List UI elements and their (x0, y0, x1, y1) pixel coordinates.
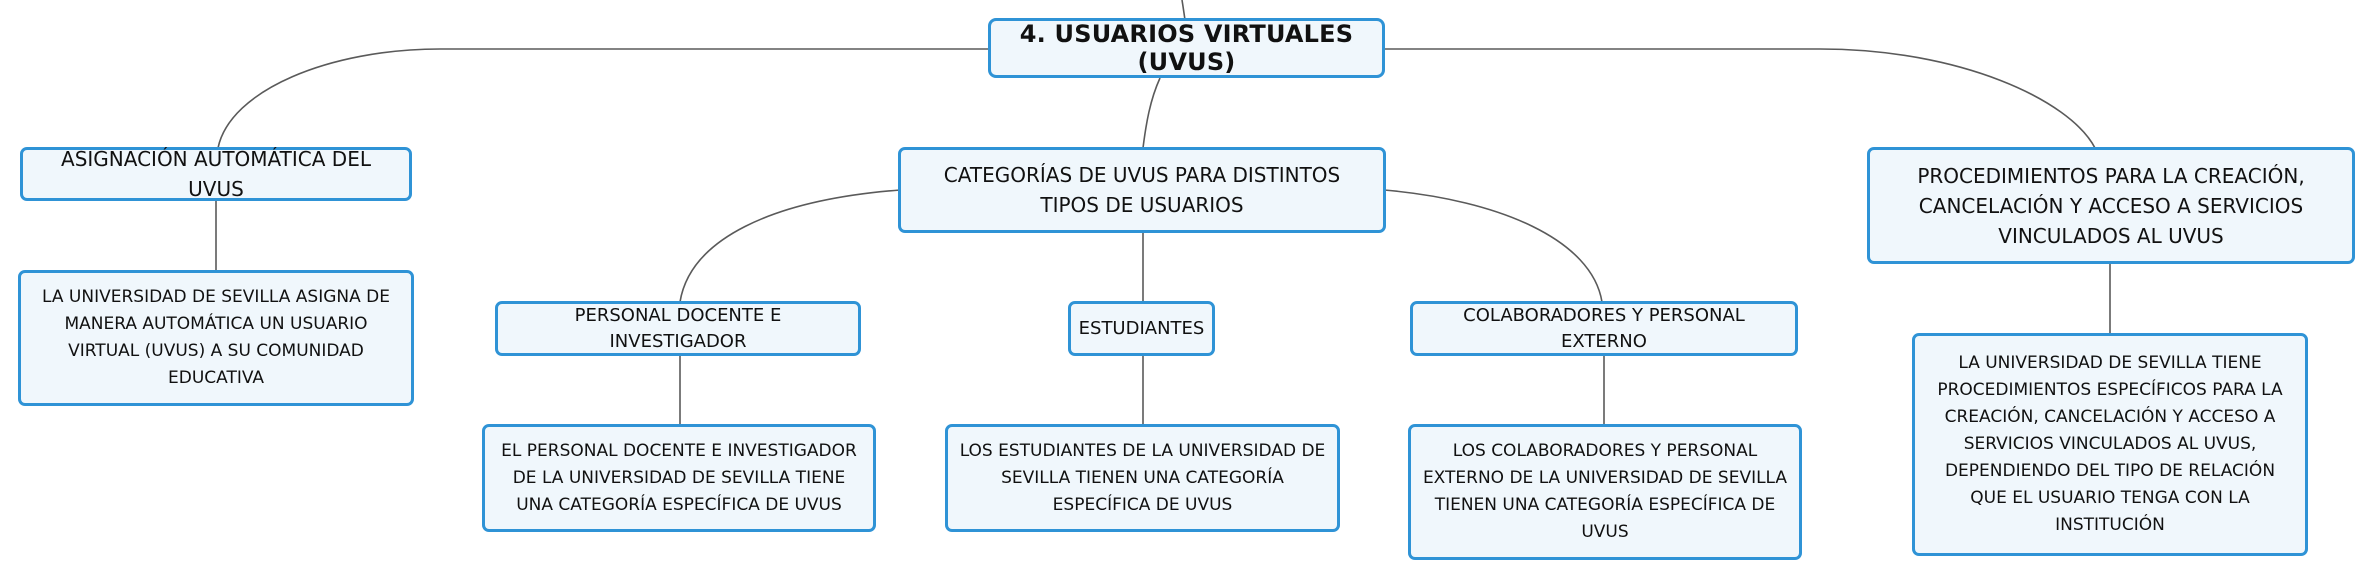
connector-root-procedimientos (1380, 48, 2096, 149)
procedimientos-detail-text: LA UNIVERSIDAD DE SEVILLA TIENE PROCEDIM… (1937, 353, 2283, 535)
connector-root-categorias (1142, 77, 1161, 149)
category-estudiantes-node[interactable]: ESTUDIANTES (1068, 301, 1215, 356)
colaboradores-detail-text: LOS COLABORADORES Y PERSONAL EXTERNO DE … (1422, 441, 1788, 542)
branch-categorias-label: CATEGORÍAS DE UVUS PARA DISTINTOS TIPOS … (943, 163, 1341, 217)
branch-categorias-node[interactable]: CATEGORÍAS DE UVUS PARA DISTINTOS TIPOS … (898, 147, 1386, 233)
asignacion-detail-node[interactable]: LA UNIVERSIDAD DE SEVILLA ASIGNA DE MANE… (18, 270, 414, 406)
category-pdi-label: PERSONAL DOCENTE E INVESTIGADOR (574, 304, 782, 352)
pdi-detail-node[interactable]: EL PERSONAL DOCENTE E INVESTIGADOR DE LA… (482, 424, 876, 532)
root-node[interactable]: 4. USUARIOS VIRTUALES (UVUS) (988, 18, 1385, 78)
category-colaboradores-node[interactable]: COLABORADORES Y PERSONAL EXTERNO (1410, 301, 1798, 356)
pdi-detail-text: EL PERSONAL DOCENTE E INVESTIGADOR DE LA… (501, 440, 857, 515)
root-label: 4. USUARIOS VIRTUALES (UVUS) (1019, 20, 1354, 76)
branch-procedimientos-label: PROCEDIMIENTOS PARA LA CREACIÓN, CANCELA… (1917, 163, 2305, 248)
estudiantes-detail-text: LOS ESTUDIANTES DE LA UNIVERSIDAD DE SEV… (959, 440, 1326, 515)
connector-categorias-colaboradores (1383, 189, 1603, 303)
branch-asignacion-label: ASIGNACIÓN AUTOMÁTICA DEL UVUS (61, 147, 371, 201)
branch-asignacion-node[interactable]: ASIGNACIÓN AUTOMÁTICA DEL UVUS (20, 147, 412, 201)
procedimientos-detail-node[interactable]: LA UNIVERSIDAD DE SEVILLA TIENE PROCEDIM… (1912, 333, 2308, 556)
category-colaboradores-label: COLABORADORES Y PERSONAL EXTERNO (1463, 304, 1745, 352)
colaboradores-detail-node[interactable]: LOS COLABORADORES Y PERSONAL EXTERNO DE … (1408, 424, 1802, 560)
connector-parent-root (1181, 0, 1186, 21)
category-estudiantes-label: ESTUDIANTES (1078, 317, 1205, 339)
connector-root-asignacion (217, 48, 990, 149)
connector-categorias-pdi (679, 189, 901, 303)
asignacion-detail-text: LA UNIVERSIDAD DE SEVILLA ASIGNA DE MANE… (42, 287, 390, 388)
category-pdi-node[interactable]: PERSONAL DOCENTE E INVESTIGADOR (495, 301, 861, 356)
branch-procedimientos-node[interactable]: PROCEDIMIENTOS PARA LA CREACIÓN, CANCELA… (1867, 147, 2355, 264)
estudiantes-detail-node[interactable]: LOS ESTUDIANTES DE LA UNIVERSIDAD DE SEV… (945, 424, 1340, 532)
